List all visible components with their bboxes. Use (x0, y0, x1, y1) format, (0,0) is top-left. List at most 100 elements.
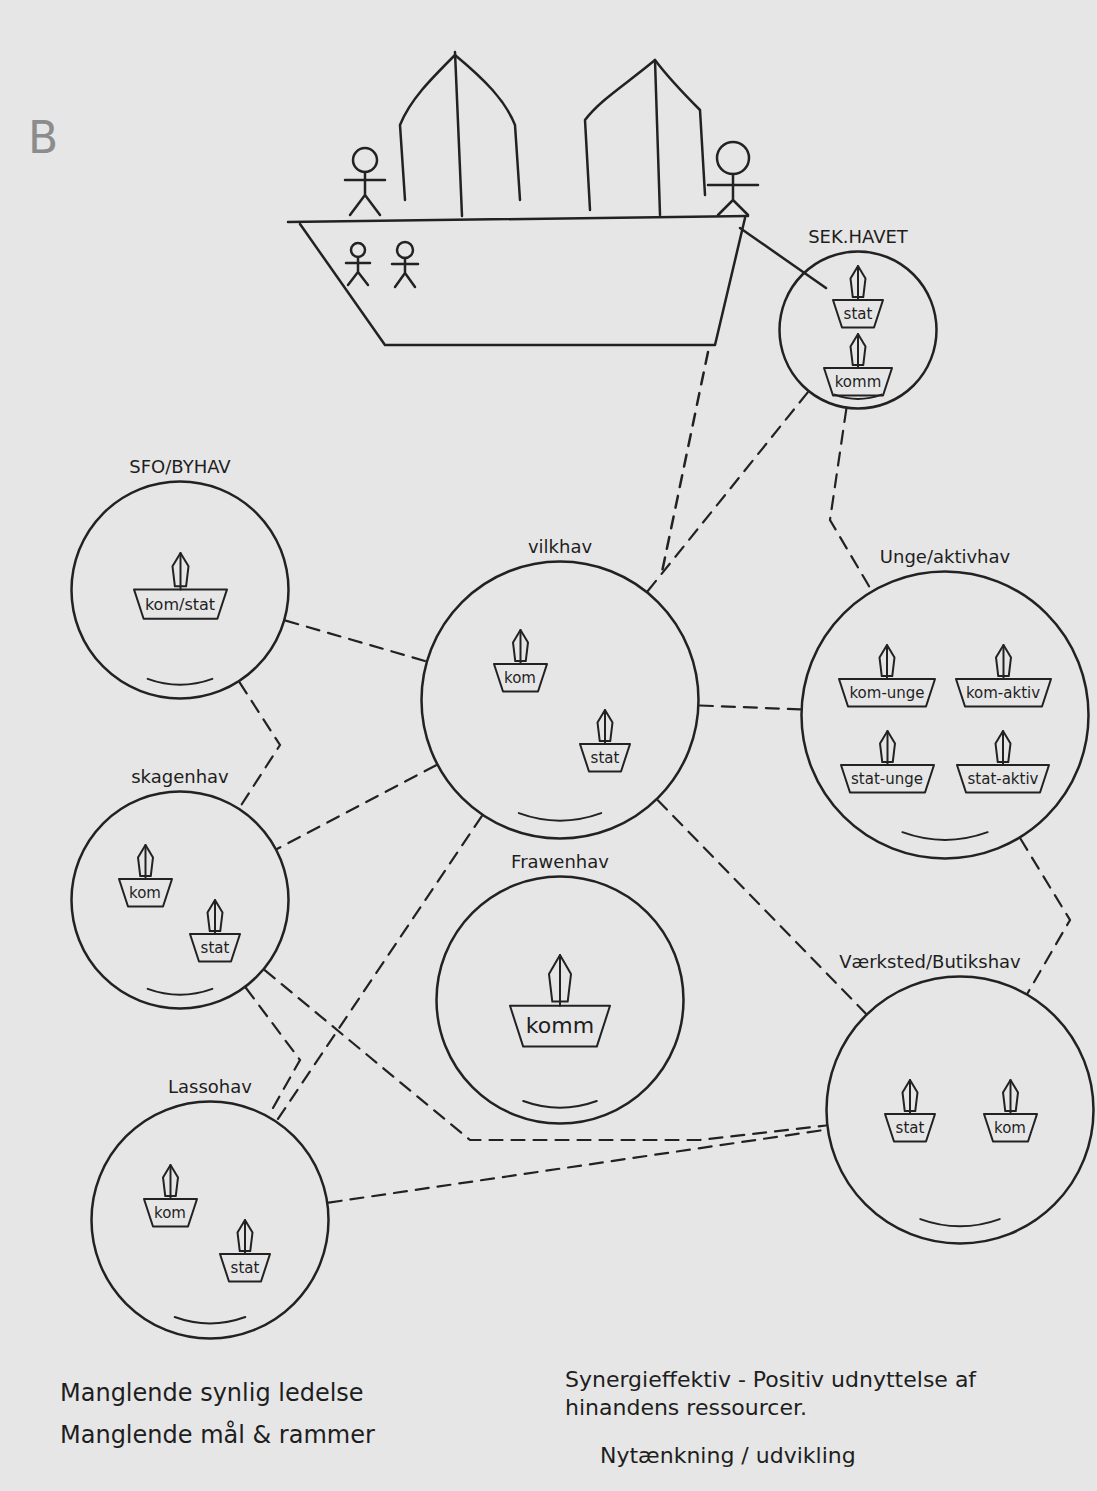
ship-mast (886, 731, 888, 765)
ship-lines (134, 553, 227, 619)
sea-circle: SEK.HAVETstatkomm (778, 250, 938, 410)
ship-label-box: stat-aktiv (956, 770, 1050, 788)
sea-name: SFO/BYHAV (129, 456, 230, 478)
swirl-mark (148, 989, 213, 995)
ship-sail (851, 266, 866, 297)
ship-hull (220, 1254, 270, 1282)
sea-name: Unge/aktivhav (880, 546, 1010, 568)
sea-circle: Frawenhavkomm (435, 875, 685, 1125)
ship-sail (1003, 1080, 1018, 1111)
ship-label: kom (504, 669, 536, 687)
circle-border (437, 877, 684, 1124)
ship-label-box: kom-aktiv (955, 684, 1052, 702)
ship-lines (984, 1080, 1037, 1142)
stick-figure-head (351, 243, 365, 257)
dashed-connector (277, 816, 482, 1120)
ship-mast (144, 845, 146, 879)
ship-lines (119, 845, 172, 907)
ship-node: kom (118, 843, 173, 908)
stick-figure (346, 257, 370, 285)
ship-lines (580, 710, 630, 772)
ship-label-box: stat-unge (840, 770, 935, 788)
ship-mast (244, 1220, 246, 1254)
sea-circle: Værksted/Butikshavstatkom (825, 975, 1095, 1245)
ship-sail (996, 731, 1011, 762)
mast (455, 52, 462, 216)
ship-hull (824, 368, 892, 396)
ship-lines (841, 731, 934, 793)
ship-label-box: kom (143, 1204, 198, 1222)
ship-lines (144, 1165, 197, 1227)
swirl-mark (902, 832, 987, 840)
circle-heading: Frawenhav (507, 851, 613, 873)
ship-hull (144, 1199, 197, 1227)
ship-label-box: stat (189, 939, 241, 957)
dashed-connector (1021, 839, 1071, 993)
note-text: B (28, 110, 58, 165)
dashed-link (662, 352, 708, 572)
circle-heading: vilkhav (524, 536, 596, 558)
ship-sail (903, 1080, 918, 1111)
ship-label-box: stat (579, 749, 631, 767)
ship-label: stat-aktiv (968, 770, 1039, 788)
ship-hull (841, 765, 934, 793)
ship-mast (519, 630, 521, 664)
circle-heading: SFO/BYHAV (125, 456, 234, 478)
swirl-mark (175, 1317, 246, 1323)
sea-circle: skagenhavkomstat (70, 790, 290, 1010)
ship-label-box: stat (884, 1119, 936, 1137)
ship-node: stat (884, 1078, 936, 1143)
ship-label: stat (591, 749, 620, 767)
ship-label: stat (844, 305, 873, 323)
ship-sail (549, 955, 571, 1002)
dashed-connector (265, 970, 826, 1140)
ship-mast (1009, 1080, 1011, 1114)
circle-border (422, 562, 699, 839)
dashed-connector (240, 682, 280, 807)
ship-hull (956, 679, 1051, 707)
ship-label: kom-aktiv (966, 684, 1040, 702)
ship-label: stat (896, 1119, 925, 1137)
ship-sail (996, 645, 1011, 676)
swirl-mark (519, 813, 601, 820)
ship-label-box: kom (493, 669, 548, 687)
mast (655, 60, 660, 215)
ship-label: kom (154, 1204, 186, 1222)
circle-outline (70, 480, 290, 700)
ship-label-box: kom (983, 1119, 1038, 1137)
ship-node: stat-aktiv (956, 729, 1050, 794)
ship-lines (956, 645, 1051, 707)
sea-name: skagenhav (131, 766, 229, 788)
ship-hull (300, 218, 745, 345)
ship-lines (824, 334, 892, 396)
dashed-connector (329, 1130, 827, 1203)
ship-mast (909, 1080, 911, 1114)
ship-label-box: kom-unge (838, 684, 936, 702)
ship-hull (119, 879, 172, 907)
deck-line (288, 216, 748, 222)
stick-figure (345, 172, 385, 215)
ship-sail (163, 1165, 178, 1196)
ship-sail (138, 845, 153, 876)
circle-border (827, 977, 1094, 1244)
ship-sail (513, 630, 528, 661)
ship-label: kom (994, 1119, 1026, 1137)
note-text: Nytænkning / udvikling (600, 1442, 856, 1470)
ship-node: stat-unge (840, 729, 935, 794)
sea-name: SEK.HAVET (808, 226, 908, 248)
sea-name: Værksted/Butikshav (839, 951, 1021, 973)
ship-sail (172, 553, 188, 586)
ship-mast (604, 710, 606, 744)
ship-label-box: stat (832, 305, 884, 323)
dashed-connector (277, 765, 436, 849)
ship-sail (880, 645, 895, 676)
ship-label: komm (526, 1013, 594, 1039)
dashed-connector (658, 800, 866, 1013)
ship-sail (208, 900, 223, 931)
ship-label: kom-unge (849, 684, 924, 702)
ship-node: kom (143, 1163, 198, 1228)
ship-node: kom-aktiv (955, 643, 1052, 708)
dashed-connector (286, 621, 426, 662)
circle-heading: skagenhav (127, 766, 233, 788)
